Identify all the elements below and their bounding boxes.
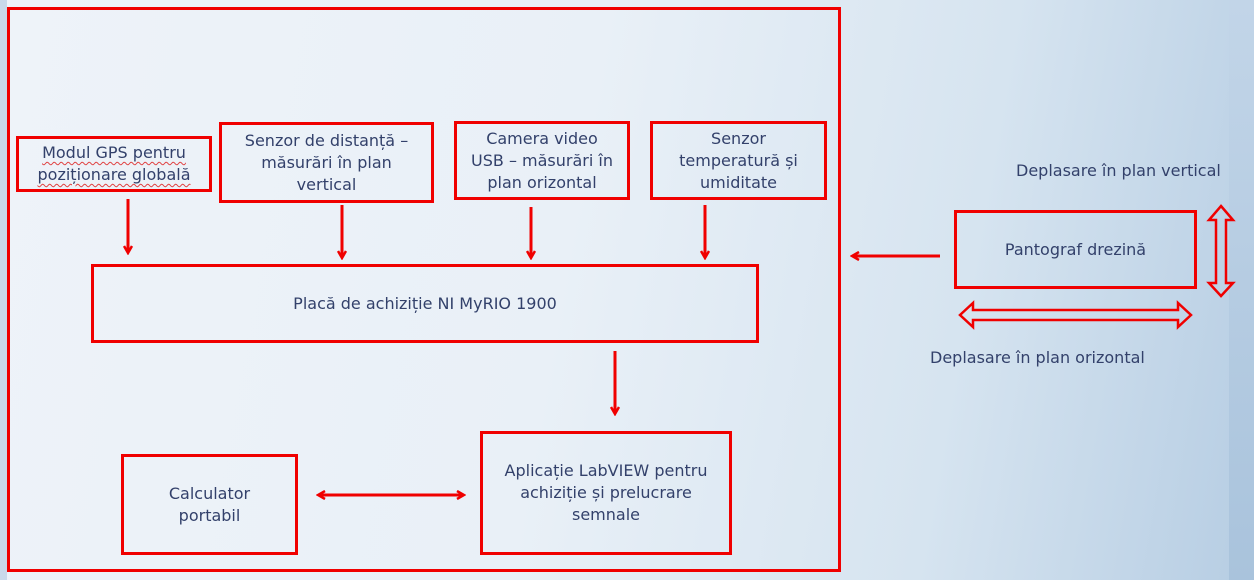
system-boundary (7, 7, 841, 572)
slide-edge-right (1229, 0, 1254, 580)
pantograph-label: Pantograf drezină (1004, 239, 1147, 259)
temp-line-1: Senzor (711, 128, 766, 148)
slide-edge-left (0, 0, 7, 580)
distance-line-2: măsurări în plan (261, 152, 392, 172)
labview-line-1: Aplicație LabVIEW pentru (504, 461, 708, 480)
horizontal-motion-double-arrow-icon (958, 300, 1193, 330)
pantograph-box: Pantograf drezină (954, 210, 1197, 289)
distance-line-1: Senzor de distanță – (244, 130, 409, 150)
laptop-line-2: portabil (178, 505, 241, 525)
gps-line-1: Modul GPS pentru (42, 143, 186, 162)
labview-app-box: Aplicație LabVIEW pentru achiziție și pr… (480, 431, 732, 555)
acquisition-board-box: Placă de achiziție NI MyRIO 1900 (91, 264, 759, 343)
horizontal-motion-label: Deplasare în plan orizontal (930, 348, 1145, 367)
usb-camera-box: Camera video USB – măsurări în plan oriz… (454, 121, 630, 200)
laptop-box: Calculator portabil (121, 454, 298, 555)
temp-line-3: umiditate (700, 172, 777, 192)
temp-humidity-sensor-box: Senzor temperatură și umiditate (650, 121, 827, 200)
camera-line-3: plan orizontal (487, 172, 597, 192)
camera-line-2: USB – măsurări în (471, 150, 613, 170)
gps-module-box: Modul GPS pentru poziționare globală (16, 136, 212, 192)
camera-line-1: Camera video (486, 128, 598, 148)
distance-sensor-box: Senzor de distanță – măsurări în plan ve… (219, 122, 434, 203)
vertical-motion-label: Deplasare în plan vertical (1016, 161, 1221, 180)
labview-line-2: achiziție și prelucrare (520, 483, 692, 502)
distance-line-3: vertical (296, 174, 357, 194)
temp-line-2: temperatură și (679, 150, 798, 170)
acquisition-board-label: Placă de achiziție NI MyRIO 1900 (293, 293, 557, 313)
gps-line-2: poziționare globală (37, 165, 191, 184)
labview-line-3: semnale (572, 505, 640, 524)
laptop-line-1: Calculator (168, 483, 251, 503)
